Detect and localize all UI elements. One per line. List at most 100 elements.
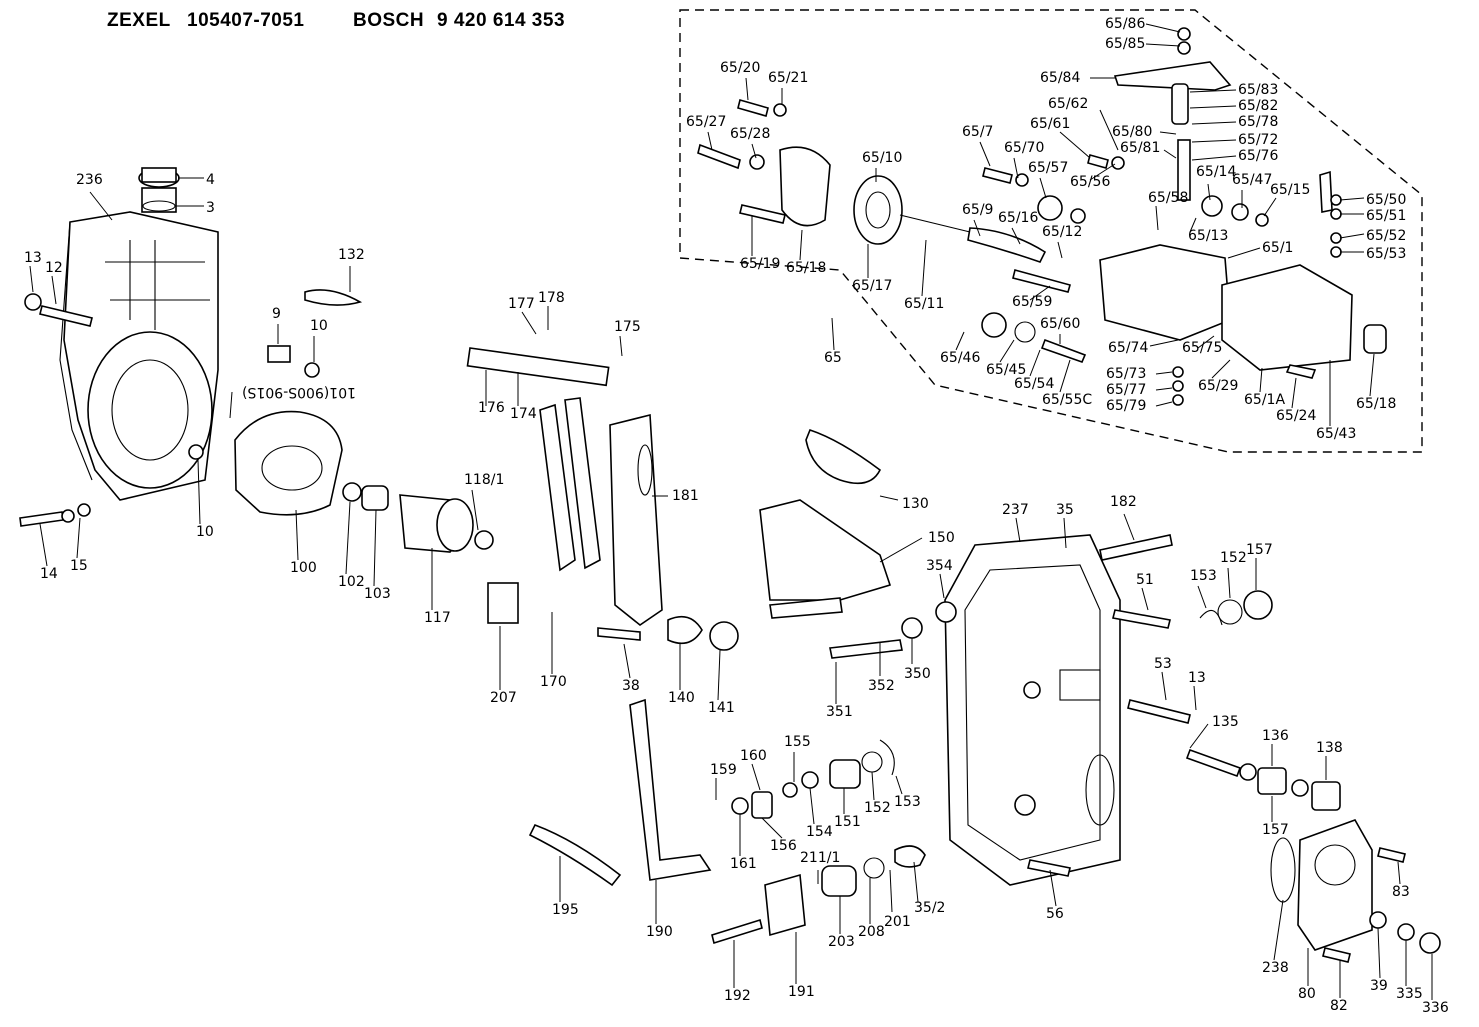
callout-65_19: 65/19 — [740, 256, 780, 272]
leader-line — [1029, 349, 1041, 377]
callout-102: 102 — [338, 574, 365, 590]
subassembly-65-parts — [697, 27, 1387, 406]
leader-line — [1149, 339, 1179, 347]
callout-56: 56 — [1046, 906, 1064, 922]
leader-line — [1163, 149, 1177, 159]
callout-352: 352 — [868, 678, 895, 694]
callout-207: 207 — [490, 690, 517, 706]
washer-39 — [1369, 911, 1387, 929]
nut-10b — [188, 444, 204, 460]
o-ring-238 — [1270, 837, 1296, 903]
callout-65_18b: 65/18 — [1356, 396, 1396, 412]
leader-line — [921, 239, 927, 297]
shaft-174 — [466, 347, 610, 387]
callout-83: 83 — [1392, 884, 1410, 900]
leader-line — [1211, 359, 1231, 379]
screw-38 — [597, 627, 641, 641]
callout-65_51: 65/51 — [1366, 208, 1406, 224]
leader-line — [717, 649, 721, 701]
leader-line — [913, 861, 919, 903]
callout-130: 130 — [902, 496, 929, 512]
callout-65_83: 65/83 — [1238, 82, 1278, 98]
leader-line — [1191, 155, 1237, 161]
callout-157b: 157 — [1262, 822, 1289, 838]
callout-65_50: 65/50 — [1366, 192, 1406, 208]
leader-line — [373, 509, 377, 587]
leader-line — [955, 331, 965, 351]
leader-line — [1063, 517, 1067, 549]
leader-line — [1227, 247, 1261, 259]
callout-65_1: 65/1 — [1262, 240, 1293, 256]
leader-line — [1189, 105, 1237, 109]
callout-65_55c: 65/55C — [1042, 392, 1092, 408]
callout-65_62: 65/62 — [1048, 96, 1088, 112]
leader-line — [1123, 513, 1135, 541]
leader-line — [1015, 517, 1021, 543]
leader-line — [345, 501, 351, 575]
leader-line — [761, 817, 783, 839]
leader-line — [1339, 197, 1365, 201]
callout-138: 138 — [1316, 740, 1343, 756]
callout-65_59: 65/59 — [1012, 294, 1052, 310]
leader-line — [1197, 335, 1215, 349]
callout-82: 82 — [1330, 998, 1348, 1014]
leader-line — [1189, 723, 1209, 749]
leader-line — [879, 495, 899, 501]
callout-53: 53 — [1154, 656, 1172, 672]
leader-line — [197, 459, 201, 525]
callout-170: 170 — [540, 674, 567, 690]
leader-line — [1155, 371, 1173, 375]
callout-182: 182 — [1110, 494, 1137, 510]
lever-181 — [609, 413, 663, 626]
leader-line — [29, 265, 34, 293]
leader-line — [1191, 139, 1237, 143]
callout-65_57: 65/57 — [1028, 160, 1068, 176]
washer-155 — [782, 782, 798, 798]
callout-140: 140 — [668, 690, 695, 706]
leader-line — [89, 191, 113, 221]
callout-65_60: 65/60 — [1040, 316, 1080, 332]
callout-151: 151 — [834, 814, 861, 830]
callout-65_27: 65/27 — [686, 114, 726, 130]
callout-65_81: 65/81 — [1120, 140, 1160, 156]
leader-line — [1227, 567, 1231, 599]
callout-65_21: 65/21 — [768, 70, 808, 86]
leader-line — [1207, 183, 1211, 201]
header-maker-zexel: ZEXEL — [107, 10, 171, 31]
callout-156: 156 — [770, 838, 797, 854]
leader-line — [1273, 899, 1284, 961]
leader-line — [973, 219, 981, 237]
leader-line — [1397, 861, 1401, 885]
leader-line — [1099, 109, 1119, 151]
screw-192 — [711, 918, 763, 945]
clip-153 — [1199, 609, 1223, 626]
callout-103: 103 — [364, 586, 391, 602]
callout-150: 150 — [928, 530, 955, 546]
plate-191 — [764, 873, 806, 937]
callout-65_79: 65/79 — [1106, 398, 1146, 414]
leader-line — [1377, 927, 1381, 979]
leader-line — [1189, 89, 1237, 93]
callout-177: 177 — [508, 296, 535, 312]
callout-211_1: 211/1 — [800, 850, 840, 866]
pump-housing — [59, 167, 219, 501]
callout-161: 161 — [730, 856, 757, 872]
leader-line — [1089, 163, 1116, 181]
callout-101: 101(900S-901S) — [242, 384, 356, 400]
leader-line — [1011, 227, 1021, 245]
bush-203 — [821, 865, 857, 897]
clip-153b — [879, 739, 895, 776]
callout-65_85: 65/85 — [1105, 36, 1145, 52]
leader-line — [809, 787, 815, 825]
bearing-103 — [361, 485, 389, 511]
leader-line — [979, 141, 991, 167]
leader-line — [745, 77, 749, 101]
lever-150 — [759, 499, 892, 601]
leader-line — [295, 509, 299, 561]
screw-135 — [1185, 748, 1242, 778]
callout-15: 15 — [70, 558, 88, 574]
callout-236: 236 — [76, 172, 103, 188]
leader-line — [471, 489, 479, 531]
callout-65_11: 65/11 — [904, 296, 944, 312]
callout-152b: 152 — [864, 800, 891, 816]
